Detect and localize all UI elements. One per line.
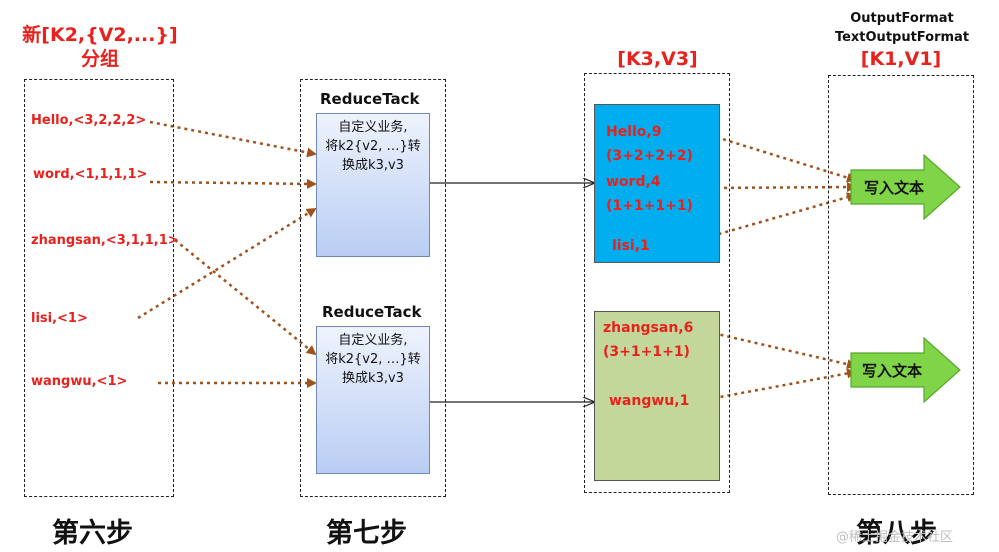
output-format-line1: OutputFormat bbox=[850, 11, 954, 26]
reduce-task-1-label: ReduceTack bbox=[320, 90, 420, 108]
arrow-zhangsan-to-output bbox=[699, 328, 857, 370]
result-zhangsan: zhangsan,6 bbox=[603, 320, 694, 336]
write-text-label-1: 写入文本 bbox=[864, 179, 925, 197]
output-group-box bbox=[828, 75, 974, 495]
group-zhangsan: zhangsan,<3,1,1,1> bbox=[31, 233, 179, 248]
output-format-line2: TextOutputFormat bbox=[834, 30, 970, 45]
group-hello: Hello,<3,2,2,2> bbox=[31, 113, 147, 128]
result-title: [K3,V3] bbox=[617, 48, 698, 70]
output-format-title: OutputFormat TextOutputFormat bbox=[822, 9, 982, 47]
arrow-hello-to-output bbox=[702, 131, 857, 183]
reduce-task-1-line3: 换成k3,v3 bbox=[342, 158, 404, 173]
step-6-label: 第六步 bbox=[52, 518, 133, 549]
result-box-1 bbox=[594, 104, 720, 263]
arrow-word-to-reduce1 bbox=[149, 178, 317, 189]
group-word: word,<1,1,1,1> bbox=[33, 167, 148, 182]
group-lisi: lisi,<1> bbox=[31, 311, 88, 326]
arrow-hello-to-reduce1 bbox=[149, 120, 317, 158]
result-zhangsan-sum: (3+1+1+1) bbox=[603, 344, 690, 360]
reduce-task-2: 自定义业务, 将k2{v2, …}转 换成k3,v3 bbox=[316, 326, 430, 474]
reduce-task-2-line1: 自定义业务, bbox=[338, 333, 408, 348]
step-7-label: 第七步 bbox=[326, 518, 407, 549]
output-kv-title: [K1,V1] bbox=[860, 48, 942, 70]
step6-group-box bbox=[24, 79, 174, 497]
step6-title-line2: 分组 bbox=[80, 48, 119, 70]
result-word: word,4 bbox=[606, 174, 661, 190]
step-8-label: 第八步 bbox=[856, 518, 937, 549]
result-word-sum: (1+1+1+1) bbox=[606, 198, 693, 214]
green-arrow-icon bbox=[850, 336, 961, 404]
reduce-task-1-line1: 自定义业务, bbox=[338, 120, 408, 135]
watermark: @稀土掘金技术社区 bbox=[836, 530, 954, 545]
result-hello: Hello,9 bbox=[606, 124, 662, 140]
result-hello-sum: (3+2+2+2) bbox=[606, 148, 693, 164]
step6-title: 新[K2,{V2,...}] 分组 bbox=[10, 23, 190, 71]
reduce-task-2-line3: 换成k3,v3 bbox=[342, 371, 404, 386]
result-lisi: lisi,1 bbox=[612, 238, 650, 254]
green-arrow-icon bbox=[850, 153, 961, 221]
step7-reduce-box bbox=[300, 79, 446, 497]
result-wangwu: wangwu,1 bbox=[609, 393, 690, 409]
reduce-task-2-label: ReduceTack bbox=[322, 303, 422, 321]
reduce-task-1: 自定义业务, 将k2{v2, …}转 换成k3,v3 bbox=[316, 113, 430, 257]
write-text-arrow-2: 写入文本 bbox=[850, 336, 962, 404]
reduce-task-2-line2: 将k2{v2, …}转 bbox=[325, 352, 421, 367]
arrow-zhangsan-to-reduce2 bbox=[174, 239, 317, 356]
write-text-arrow-1: 写入文本 bbox=[850, 153, 962, 221]
write-text-label-2: 写入文本 bbox=[862, 362, 923, 380]
arrow-word-to-output bbox=[702, 182, 857, 193]
result-box-2 bbox=[594, 311, 720, 481]
group-wangwu: wangwu,<1> bbox=[31, 374, 128, 389]
arrow-lisi-to-output bbox=[704, 192, 857, 240]
step6-title-line1: 新[K2,{V2,...}] bbox=[22, 24, 178, 46]
result-group-box bbox=[584, 73, 730, 493]
reduce-task-1-line2: 将k2{v2, …}转 bbox=[325, 139, 421, 154]
